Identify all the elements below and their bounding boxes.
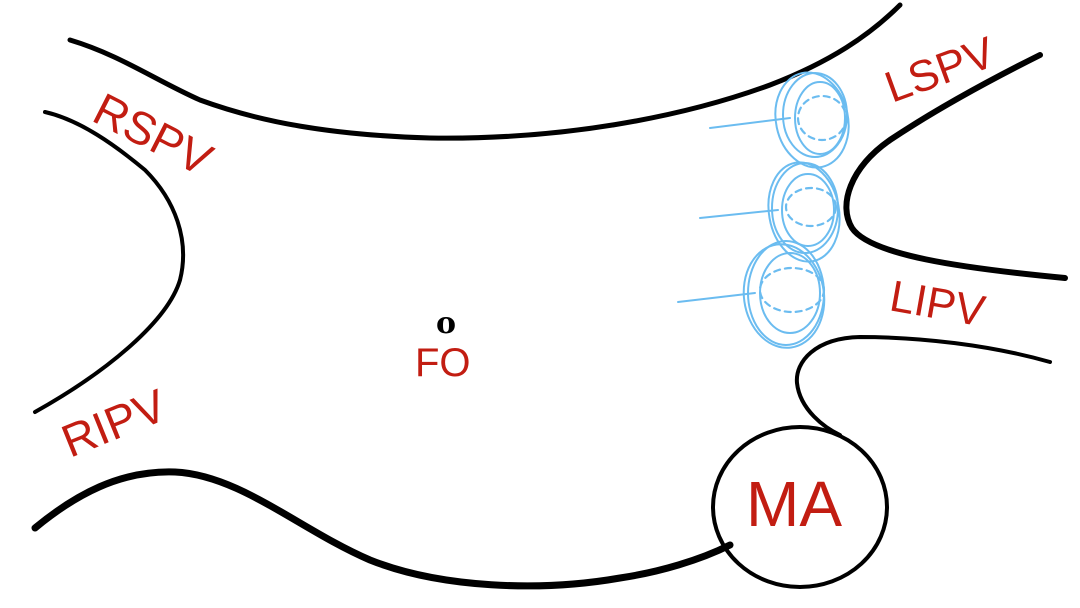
superior-wall-outline (67, 2, 903, 141)
catheter-lower (677, 240, 826, 349)
rspv-upper-edge-outline (33, 110, 185, 414)
label-lspv: LSPV (879, 28, 1002, 113)
lspv-lower-edge-outline (843, 52, 1068, 281)
label-ma: MA (746, 468, 842, 540)
lipv-lower-edge-outline (794, 335, 1052, 437)
fossa-ovalis-marker: o (436, 306, 456, 341)
inferior-wall-outline (31, 468, 734, 590)
ablation-catheter-group (677, 71, 850, 349)
label-lipv: LIPV (886, 272, 989, 337)
mitral-annulus-outline (711, 425, 889, 589)
catheter-upper (709, 71, 850, 169)
label-fo: FO (415, 341, 471, 385)
catheter-middle (699, 161, 841, 263)
